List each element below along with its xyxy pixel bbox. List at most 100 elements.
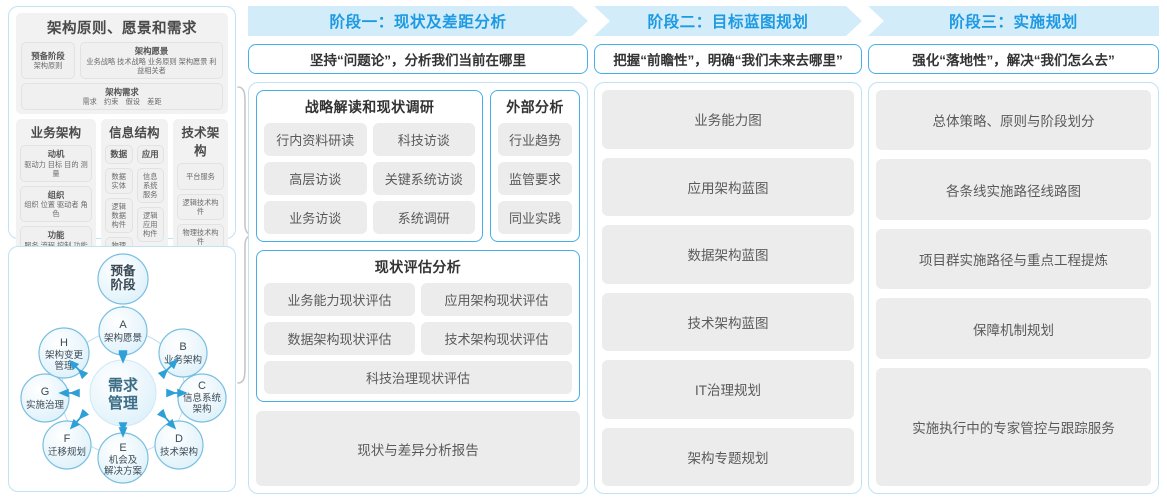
- chip-tech-governance-assessment[interactable]: 科技治理现状评估: [264, 361, 572, 394]
- chip-business-capability-assessment[interactable]: 业务能力现状评估: [264, 283, 415, 316]
- phase1-body: 战略解读和现状调研 行内资料研读 科技访谈 高层访谈 关键系统访谈 业务访谈 系…: [248, 82, 588, 494]
- node-a[interactable]: [98, 306, 148, 356]
- node-g-key: G: [41, 386, 50, 398]
- business-function-title: 功能: [47, 230, 65, 240]
- phase1-header[interactable]: 阶段一：现状及差距分析: [248, 6, 588, 36]
- node-preliminary-line1: 预备: [110, 263, 136, 278]
- pillar-business-architecture: 业务架构 动机 驱动力 目标 目的 测量 组织 组织 位置 驱动者 角色 功能 …: [16, 119, 96, 285]
- node-d[interactable]: [154, 420, 204, 470]
- chip-executive-interview[interactable]: 高层访谈: [264, 162, 367, 195]
- chip-system-survey[interactable]: 系统调研: [372, 201, 475, 234]
- chip-industry-trend[interactable]: 行业趋势: [498, 123, 572, 156]
- business-motivation-title: 动机: [47, 149, 65, 159]
- chip-assurance-mechanism-planning[interactable]: 保障机制规划: [876, 298, 1151, 359]
- chip-program-roadmap-key-projects[interactable]: 项目群实施路径与重点工程提炼: [876, 228, 1151, 290]
- center-line2: 管理: [108, 394, 138, 412]
- application-header-title: 应用: [141, 149, 159, 159]
- chip-internal-material-study[interactable]: 行内资料研读: [264, 123, 367, 156]
- chip-business-interview[interactable]: 业务访谈: [264, 201, 367, 234]
- chip-data-architecture-blueprint[interactable]: 数据架构蓝图: [602, 225, 854, 284]
- node-c-label2: 架构: [192, 403, 211, 415]
- phase2-header[interactable]: 阶段二：目标蓝图规划: [594, 6, 862, 36]
- chip-tech-interview[interactable]: 科技访谈: [372, 123, 475, 156]
- architecture-vision-sub: 业务战略 技术战略 业务原则 架构愿景 利益相关者: [86, 56, 217, 75]
- external-analysis-panel: 外部分析 行业趋势 监管要求 同业实践: [490, 90, 580, 242]
- chip-key-system-interview[interactable]: 关键系统访谈: [372, 162, 475, 195]
- node-h-label2: 管理: [54, 360, 74, 372]
- logical-application-component-box[interactable]: 逻辑应用构件: [136, 206, 164, 242]
- node-a-key: A: [119, 319, 127, 331]
- node-b-key: B: [179, 341, 186, 353]
- node-e-label1: 机会及: [109, 454, 138, 466]
- node-h-key: H: [60, 337, 68, 349]
- phase-column-1: 阶段一：现状及差距分析 坚持“问题论”，分析我们当前在哪里 战略解读和现状调研 …: [248, 6, 588, 494]
- phase-column-2: 阶段二：目标蓝图规划 把握“前瞻性”，明确“我们未来去哪里” 业务能力图 应用架…: [594, 6, 862, 494]
- strategy-research-title: 战略解读和现状调研: [304, 99, 435, 115]
- togaf-title: 架构原则、愿景和需求: [47, 21, 197, 37]
- business-organization-sub: 组织 位置 驱动者 角色: [24, 200, 88, 218]
- logical-technology-component-box[interactable]: 逻辑技术构件: [177, 194, 224, 220]
- business-motivation-box[interactable]: 动机 驱动力 目标 目的 测量: [20, 145, 92, 182]
- chip-it-governance-planning[interactable]: IT治理规划: [602, 360, 854, 419]
- phase2-subtitle: 把握“前瞻性”，明确“我们未来去哪里”: [594, 44, 862, 74]
- business-organization-title: 组织: [47, 189, 65, 200]
- chip-architecture-topic-planning[interactable]: 架构专题规划: [602, 427, 854, 486]
- node-g-label: 实施治理: [26, 399, 65, 411]
- node-c-label1: 信息系统: [183, 392, 222, 404]
- data-header-box[interactable]: 数据: [105, 145, 133, 164]
- node-f[interactable]: [42, 420, 92, 470]
- chip-technology-architecture-assessment[interactable]: 技术架构现状评估: [421, 322, 572, 355]
- node-c-key: C: [198, 380, 206, 392]
- node-d-label: 技术架构: [160, 446, 198, 458]
- architecture-requirements-box[interactable]: 架构需求 需求 约束 假设 差距: [21, 82, 223, 110]
- pillar-business-title: 业务架构: [30, 126, 82, 140]
- logical-application-component-label: 逻辑应用构件: [143, 210, 158, 238]
- chip-technology-architecture-blueprint[interactable]: 技术架构蓝图: [602, 292, 854, 351]
- phase3-header[interactable]: 阶段三：实施规划: [868, 6, 1159, 36]
- node-e-label2: 解决方案: [104, 465, 143, 477]
- information-system-service-box[interactable]: 信息系统服务: [136, 167, 164, 203]
- phase2-body: 业务能力图 应用架构蓝图 数据架构蓝图 技术架构蓝图 IT治理规划 架构专题规划: [594, 82, 862, 494]
- chip-business-capability-map[interactable]: 业务能力图: [602, 90, 854, 149]
- platform-service-label: 平台服务: [186, 172, 215, 181]
- phase3-subtitle: 强化“落地性”，解决“我们怎么去”: [868, 44, 1159, 74]
- radial-arrows: [58, 350, 188, 438]
- chip-line-implementation-roadmap[interactable]: 各条线实施路径线路图: [876, 159, 1151, 220]
- chip-expert-control-tracking-service[interactable]: 实施执行中的专家管控与跟踪服务: [876, 367, 1151, 486]
- strategy-research-panel: 战略解读和现状调研 行内资料研读 科技访谈 高层访谈 关键系统访谈 业务访谈 系…: [256, 90, 483, 242]
- center-line1: 需求: [108, 376, 139, 394]
- phase1-subtitle: 坚持“问题论”，分析我们当前在哪里: [248, 44, 588, 74]
- node-preliminary-line2: 阶段: [110, 277, 136, 292]
- data-entity-box[interactable]: 数据实体: [105, 167, 133, 194]
- node-f-label: 迁移规划: [48, 446, 86, 458]
- node-g[interactable]: [20, 373, 70, 423]
- pillar-technology-title: 技术架构: [181, 126, 220, 158]
- phase-column-3: 阶段三：实施规划 强化“落地性”，解决“我们怎么去” 总体策略、原则与阶段划分 …: [868, 6, 1159, 494]
- logical-data-component-box[interactable]: 逻辑数据构件: [105, 197, 133, 233]
- gap-analysis-report-chip[interactable]: 现状与差异分析报告: [256, 411, 580, 486]
- chip-application-architecture-blueprint[interactable]: 应用架构蓝图: [602, 157, 854, 216]
- node-preliminary[interactable]: [97, 253, 149, 305]
- business-organization-box[interactable]: 组织 组织 位置 驱动者 角色: [20, 185, 92, 222]
- logical-technology-component-label: 逻辑技术构件: [182, 198, 219, 216]
- chip-overall-strategy-principles-phasing[interactable]: 总体策略、原则与阶段划分: [876, 90, 1151, 151]
- preliminary-phase-box[interactable]: 预备阶段 架构原则: [21, 42, 75, 79]
- pillar-information-title: 信息结构: [109, 126, 160, 140]
- architecture-vision-title: 架构愿景: [134, 46, 169, 56]
- chip-application-architecture-assessment[interactable]: 应用架构现状评估: [421, 283, 572, 316]
- chip-regulatory-requirement[interactable]: 监管要求: [498, 162, 572, 195]
- architecture-vision-box[interactable]: 架构愿景 业务战略 技术战略 业务原则 架构愿景 利益相关者: [80, 42, 223, 79]
- node-b-label: 业务架构: [164, 354, 202, 366]
- current-state-assessment-panel: 现状评估分析 业务能力现状评估 应用架构现状评估 数据架构现状评估 技术架构现状…: [256, 250, 580, 402]
- togaf-framework-card: 架构原则、愿景和需求 预备阶段 架构原则 架构愿景 业务战略 技术战略 业务原则…: [8, 6, 236, 336]
- chip-data-architecture-assessment[interactable]: 数据架构现状评估: [264, 322, 415, 355]
- chip-peer-practice[interactable]: 同业实践: [498, 201, 572, 234]
- node-h-label1: 架构变更: [45, 349, 84, 361]
- data-header-title: 数据: [110, 149, 128, 159]
- preliminary-phase-title: 预备阶段: [31, 50, 65, 61]
- application-header-box[interactable]: 应用: [136, 145, 164, 164]
- architecture-requirements-sub: 需求 约束 假设 差距: [82, 97, 162, 106]
- node-c[interactable]: [177, 373, 227, 423]
- platform-service-box[interactable]: 平台服务: [177, 163, 224, 190]
